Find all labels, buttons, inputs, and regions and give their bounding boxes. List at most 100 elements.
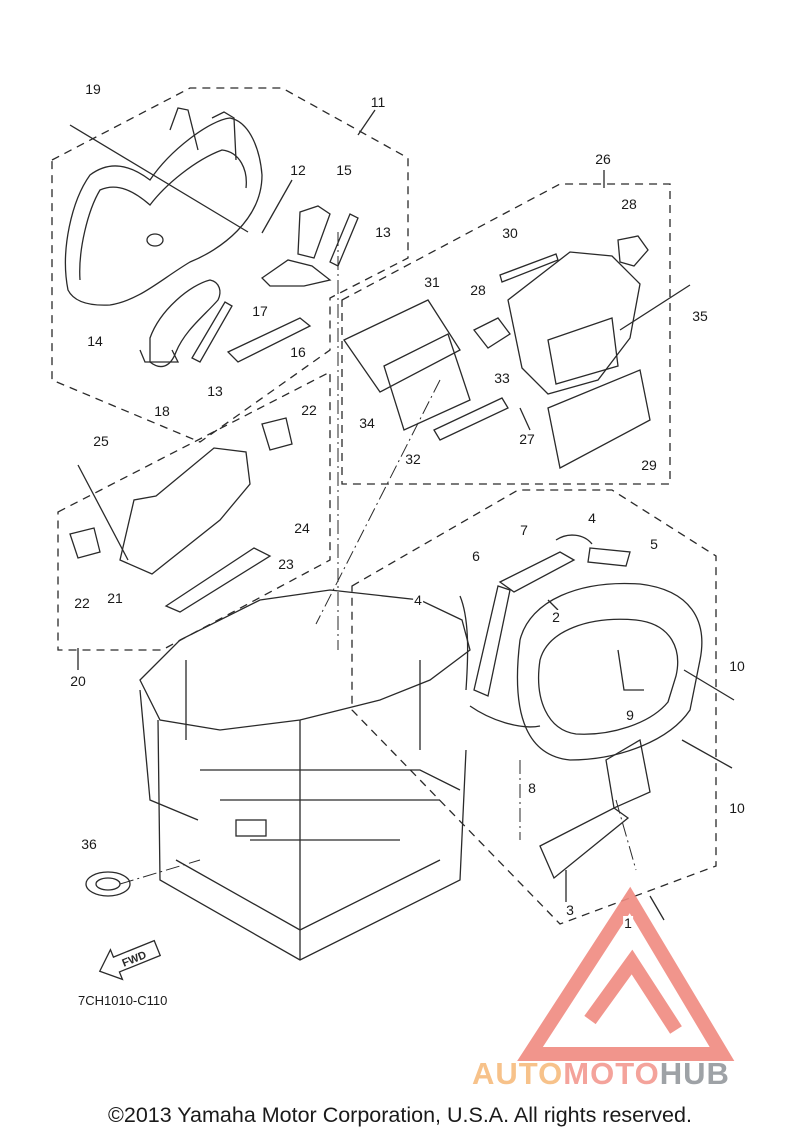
part-13-strip-b	[329, 213, 359, 267]
leader-12	[261, 179, 293, 234]
leader-19	[69, 124, 249, 233]
leader-2	[547, 599, 559, 611]
part-label-4-left: 4	[413, 592, 423, 608]
watermark-text: AUTOMOTOHUB	[472, 1056, 730, 1092]
part-label-28-mid: 28	[469, 282, 487, 298]
frame-base	[139, 589, 471, 961]
leader-35	[619, 284, 691, 331]
assembly-line-b	[315, 379, 441, 625]
part-label-22-upper: 22	[300, 402, 318, 418]
part-tray	[507, 251, 641, 395]
leader-25	[77, 464, 129, 561]
part-28-block-mid	[473, 317, 511, 349]
part-31-panel	[343, 299, 461, 393]
part-7-bracket	[498, 551, 576, 593]
part-label-20: 20	[69, 673, 87, 689]
part-30-strip	[499, 253, 559, 283]
part-36-grommet	[85, 871, 131, 897]
watermark-moto: MOTO	[563, 1056, 660, 1091]
part-label-30: 30	[501, 225, 519, 241]
part-tray-grille	[547, 317, 619, 385]
part-label-9: 9	[625, 707, 635, 723]
part-label-12: 12	[289, 162, 307, 178]
drawing-code: 7CH1010-C110	[78, 993, 168, 1008]
part-label-21: 21	[106, 590, 124, 606]
part-18-clip	[139, 349, 180, 363]
assembly-line-d	[615, 799, 637, 871]
watermark-logo	[517, 886, 735, 1061]
part-label-24: 24	[293, 520, 311, 536]
part-label-28-upper: 28	[620, 196, 638, 212]
part-label-7: 7	[519, 522, 529, 538]
part-14-bracket	[149, 279, 221, 368]
part-label-14: 14	[86, 333, 104, 349]
part-label-1: 1	[623, 915, 633, 931]
front-cover-group-11	[64, 107, 263, 306]
part-36-grommet-inner	[95, 877, 121, 891]
part-8-hose	[469, 705, 541, 728]
copyright-notice: ©2013 Yamaha Motor Corporation, U.S.A. A…	[108, 1103, 692, 1127]
part-label-25: 25	[92, 433, 110, 449]
part-29-seal	[547, 369, 651, 469]
part-label-10-lower: 10	[728, 800, 746, 816]
leader-10b	[681, 739, 733, 769]
part-15-block	[297, 205, 331, 259]
part-label-3: 3	[565, 902, 575, 918]
part-32-bar	[433, 397, 509, 441]
part-33-frame	[383, 333, 471, 431]
leader-10a	[683, 669, 735, 701]
part-4-hose-left	[459, 595, 469, 691]
part-9-hook	[617, 649, 644, 691]
part-label-2: 2	[551, 609, 561, 625]
part-5-clip	[587, 547, 631, 567]
leader-27	[519, 407, 531, 431]
part-label-17: 17	[251, 303, 269, 319]
part-label-29: 29	[640, 457, 658, 473]
part-label-13-left: 13	[206, 383, 224, 399]
part-label-4-right: 4	[587, 510, 597, 526]
part-panel-lower	[605, 738, 651, 809]
part-6-strip	[473, 585, 511, 697]
leader-11	[357, 109, 376, 136]
part-label-6: 6	[471, 548, 481, 564]
watermark-auto: AUTO	[472, 1056, 564, 1091]
part-17-bracket	[260, 259, 332, 287]
part-label-18: 18	[153, 403, 171, 419]
part-label-33: 33	[493, 370, 511, 386]
part-label-10-upper: 10	[728, 658, 746, 674]
part-label-8: 8	[527, 780, 537, 796]
part-22-block-upper	[261, 417, 293, 451]
part-1-inner	[538, 618, 679, 735]
part-label-16: 16	[289, 344, 307, 360]
group-1-boundary	[351, 489, 717, 925]
part-1-housing	[516, 582, 703, 761]
group-26-boundary	[341, 183, 671, 485]
part-label-31: 31	[423, 274, 441, 290]
part-label-27: 27	[518, 431, 536, 447]
leader-1	[649, 895, 665, 921]
part-label-23: 23	[277, 556, 295, 572]
part-label-11: 11	[369, 94, 387, 110]
part-16-bar	[226, 317, 312, 363]
group-20-boundary	[57, 370, 331, 651]
watermark-hub: HUB	[659, 1056, 730, 1091]
part-13-strip-a	[191, 301, 233, 363]
part-label-32: 32	[404, 451, 422, 467]
part-label-22-lower: 22	[73, 595, 91, 611]
part-label-15: 15	[335, 162, 353, 178]
part-4-hose-right	[555, 534, 593, 545]
assembly-line-e	[119, 859, 201, 885]
part-22-block-lower	[69, 527, 101, 559]
part-23-seal	[164, 547, 272, 613]
part-3-plate	[539, 807, 630, 880]
part-label-34: 34	[358, 415, 376, 431]
group-11-boundary	[51, 87, 409, 443]
part-label-36: 36	[80, 836, 98, 852]
part-label-13-right: 13	[374, 224, 392, 240]
part-28-block-top	[617, 235, 649, 267]
part-24-tray	[119, 447, 251, 575]
part-label-26: 26	[594, 151, 612, 167]
part-label-35: 35	[691, 308, 709, 324]
part-label-19: 19	[84, 81, 102, 97]
